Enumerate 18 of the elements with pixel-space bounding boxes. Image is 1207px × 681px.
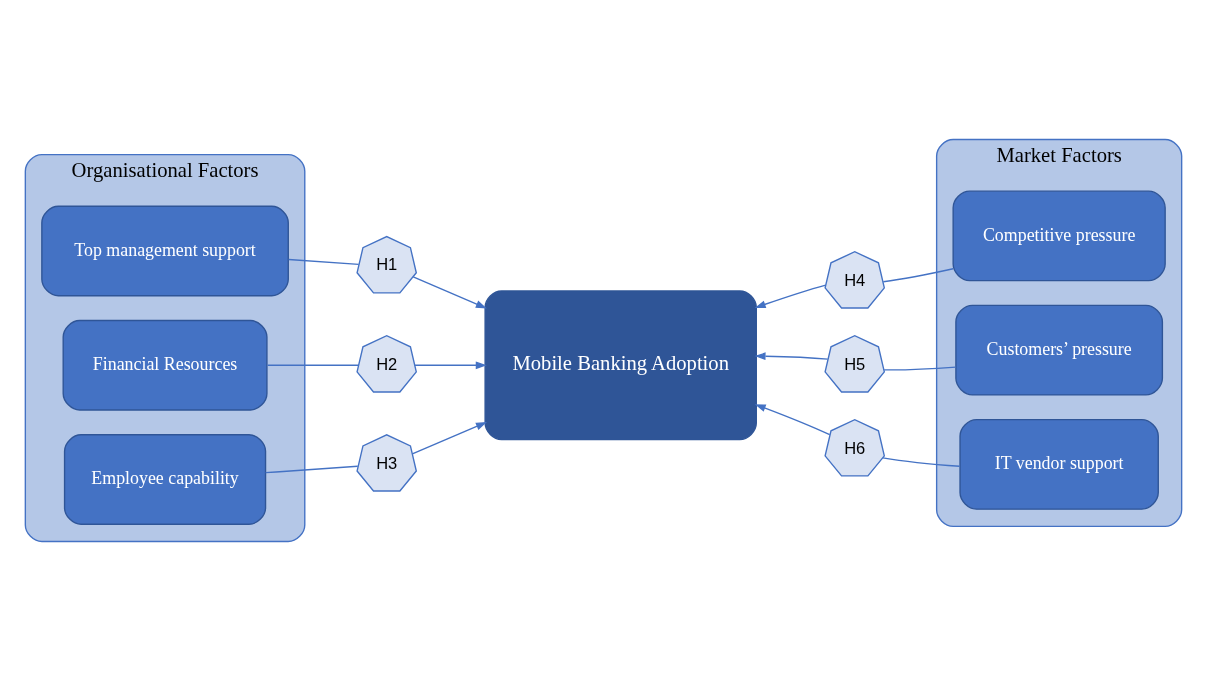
connector [266, 364, 359, 366]
arrow [754, 284, 827, 308]
arrow [412, 276, 487, 309]
connector [882, 457, 961, 467]
arrow [754, 352, 829, 361]
arrow [754, 404, 831, 436]
connector [883, 366, 957, 371]
node-box: Financial Resources [62, 319, 268, 411]
node-box: Mobile Banking Adoption [484, 290, 757, 441]
arrow [414, 361, 487, 370]
node-box: Competitive pressure [952, 190, 1166, 282]
node-box: IT vendor support [959, 418, 1159, 510]
node-box: Employee capability [63, 434, 267, 525]
connector [264, 465, 359, 474]
node-box: Customers’ pressure [955, 304, 1164, 396]
connector [882, 268, 954, 283]
arrow [411, 422, 487, 455]
node-box: Top management support [41, 205, 289, 297]
